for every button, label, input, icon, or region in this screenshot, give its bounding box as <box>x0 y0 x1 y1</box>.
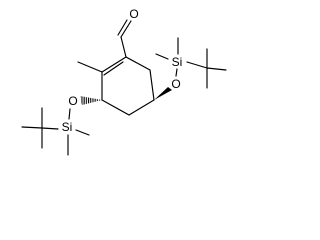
right-silyl-ether: O Si <box>154 37 227 100</box>
solid-wedge-bond-right <box>154 87 172 100</box>
bond-ring-c1-c6 <box>125 56 151 71</box>
atom-silicon-right: Si <box>172 55 183 69</box>
aldehyde-group: O <box>117 7 139 58</box>
bond-o-si-right <box>175 68 178 77</box>
hashed-wedge-bond-left <box>80 96 102 105</box>
bond-si-tbutyl-right <box>186 61 208 69</box>
bond-tbutyl-left-me1 <box>21 126 43 129</box>
atom-silicon-left: Si <box>62 120 73 134</box>
bond-si-methyl-right-a <box>155 53 169 60</box>
bond-ring-c4-c3 <box>101 99 130 116</box>
left-silyl-ether: O Si <box>21 94 102 156</box>
bond-ring-c1-c2-inner <box>103 61 124 76</box>
bond-aldehyde-c-c <box>120 36 127 58</box>
bond-methyl <box>77 61 103 73</box>
atom-ether-oxygen-left: O <box>68 94 77 108</box>
cyclohexene-ring <box>77 56 155 116</box>
bond-o-si-left <box>68 108 71 120</box>
bond-ring-c5-c4 <box>128 99 155 116</box>
atom-ether-oxygen-right: O <box>171 77 180 91</box>
atom-aldehyde-oxygen: O <box>129 7 138 21</box>
bond-tbutyl-right-me1 <box>206 67 227 71</box>
molecule-structure: O O Si O Si <box>21 7 227 156</box>
bond-si-methyl-left-a <box>75 129 90 136</box>
bond-si-tbutyl-left <box>41 127 59 130</box>
bond-aldehyde-c-o-1 <box>120 20 132 38</box>
bond-aldehyde-c-o-2 <box>117 19 128 36</box>
bond-ring-c1-c2 <box>101 56 127 73</box>
bond-ring-c6-c5 <box>149 69 155 101</box>
